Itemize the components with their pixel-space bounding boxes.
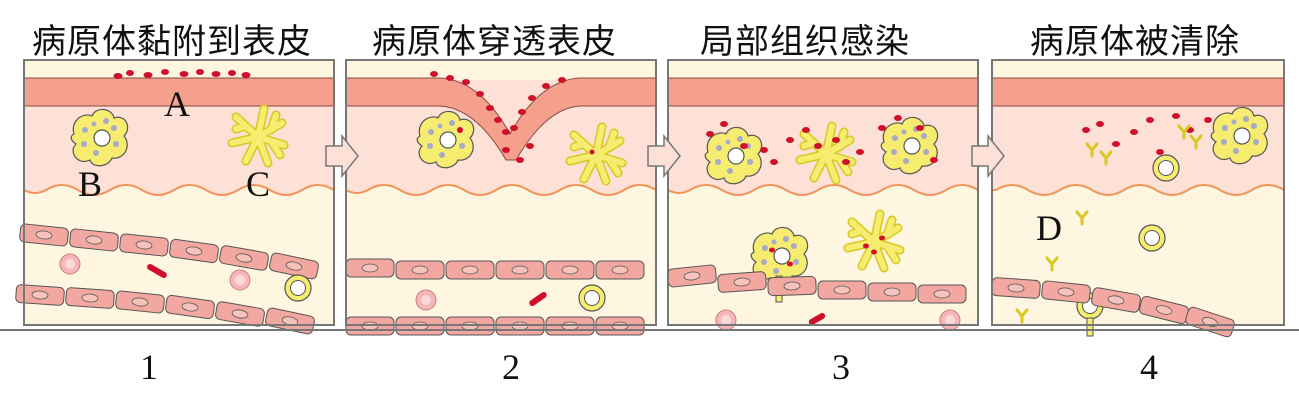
label-a: A: [164, 84, 190, 124]
panel-frames: [23, 59, 1285, 326]
panel-1-number: 1: [140, 347, 158, 387]
step-arrow: [325, 133, 359, 179]
panel-4-title: 病原体被清除: [1030, 22, 1240, 62]
panel-2-number: 2: [502, 347, 520, 387]
step-arrow: [647, 133, 681, 179]
panel-1-title: 病原体黏附到表皮: [32, 22, 312, 62]
label-d: D: [1036, 208, 1062, 248]
label-c: C: [246, 164, 270, 204]
panel-2: [345, 60, 657, 336]
panel-4-number: 4: [1140, 347, 1158, 387]
panel-2-title: 病原体穿透表皮: [372, 22, 617, 62]
panel-3-title: 局部组织感染: [700, 22, 910, 62]
panel-3-number: 3: [832, 347, 850, 387]
panel-3: [666, 60, 979, 331]
step-arrow: [971, 133, 1005, 179]
panel-4: D: [990, 60, 1285, 339]
label-b: B: [78, 164, 102, 204]
panel-1: A B C: [14, 60, 335, 336]
